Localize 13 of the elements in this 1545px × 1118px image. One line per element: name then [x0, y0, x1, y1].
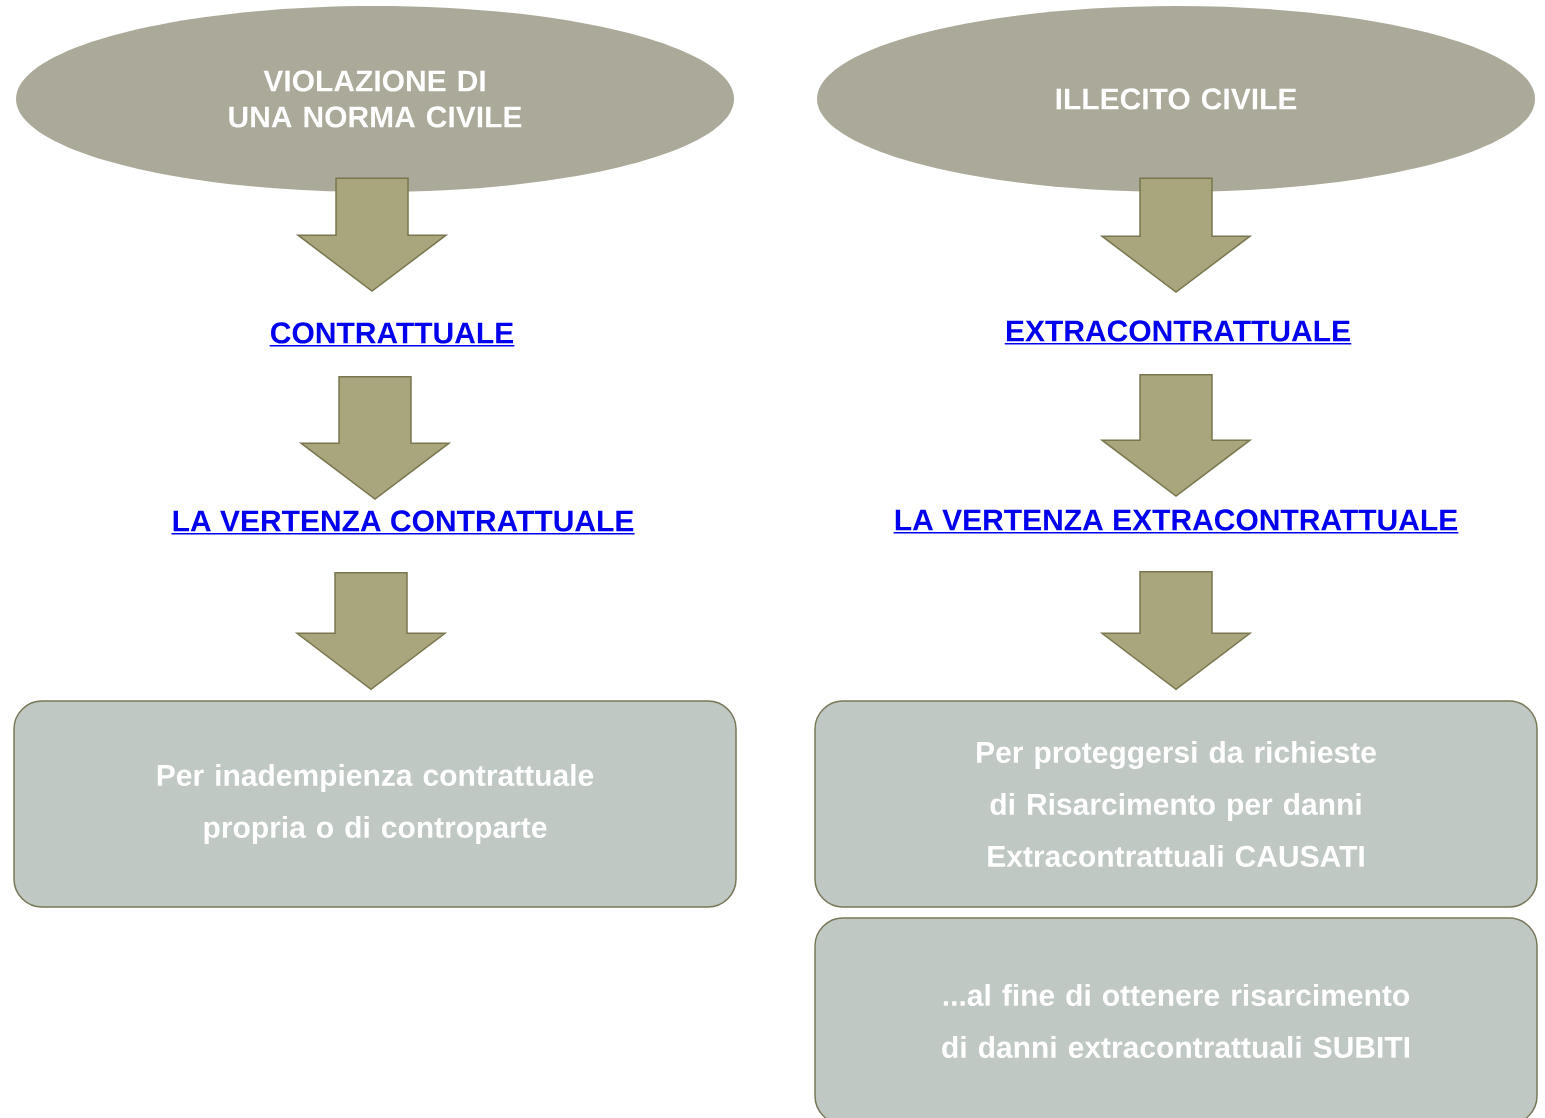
link-text: LA VERTENZA EXTRACONTRATTUALE [892, 509, 1460, 534]
block-arrow [295, 177, 449, 293]
text-box: Per inadempienza contrattuale propria o di controparte [13, 700, 737, 908]
text-box: ...al fine di ottenere risarcimento di danni extracontrattuali SUBITI [814, 917, 1538, 1118]
block-arrow [294, 572, 448, 691]
link-text: LA VERTENZA CONTRATTUALE [170, 510, 636, 535]
link-text: CONTRATTUALE [268, 322, 516, 347]
block-arrow [1099, 571, 1253, 691]
block-arrow [1099, 177, 1253, 294]
block-arrow [298, 376, 452, 501]
text-box: Per proteggersi da richieste di Risarcimento per danni Extracontrattuali CAUSATI [814, 700, 1538, 908]
block-arrow [1099, 374, 1253, 498]
link-text: EXTRACONTRATTUALE [1003, 320, 1353, 345]
